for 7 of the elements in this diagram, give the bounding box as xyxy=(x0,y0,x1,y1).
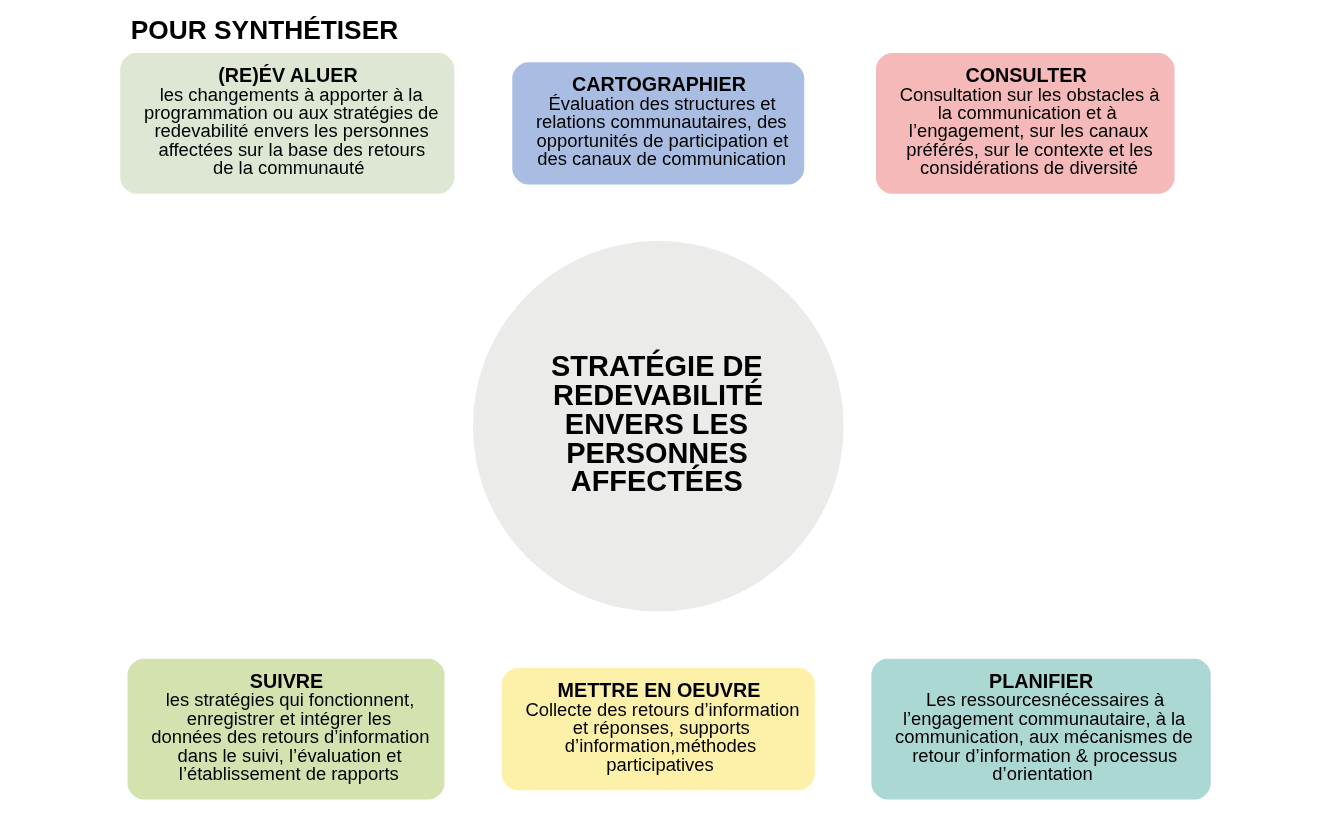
node-box: (RE)ÉV ALUER les changements à apporter à la programmation ou aux stratégies de redevabilité envers les personnes affectées sur la base des retours de la communauté xyxy=(119,53,454,194)
node-box: CARTOGRAPHIER Évaluation des structures et relations communautaires, des opportunités de participation et des canaux de communication xyxy=(511,62,804,185)
node-box: METTRE EN OEUVRE Collecte des retours d’information et réponses, supports d’information,méthodes participatives xyxy=(501,667,815,791)
diagram-title: POUR SYNTHÉTISER xyxy=(130,14,398,45)
node-box: SUIVRE les stratégies qui fonctionnent, enregistrer et intégrer les données des retours d’information dans le suivi, l’évaluation et l’établissement de rapports xyxy=(127,658,444,800)
node-box: CONSULTER Consultation sur les obstacles à la communication et à l’engagement, sur les canaux préférés, sur le contexte et les considérations de diversité xyxy=(875,53,1175,194)
node-box: PLANIFIER Les ressourcesnécessaires à l’engagement communautaire, à la communication, aux mécanismes de retour d’information & processus d’orientation xyxy=(870,658,1211,800)
